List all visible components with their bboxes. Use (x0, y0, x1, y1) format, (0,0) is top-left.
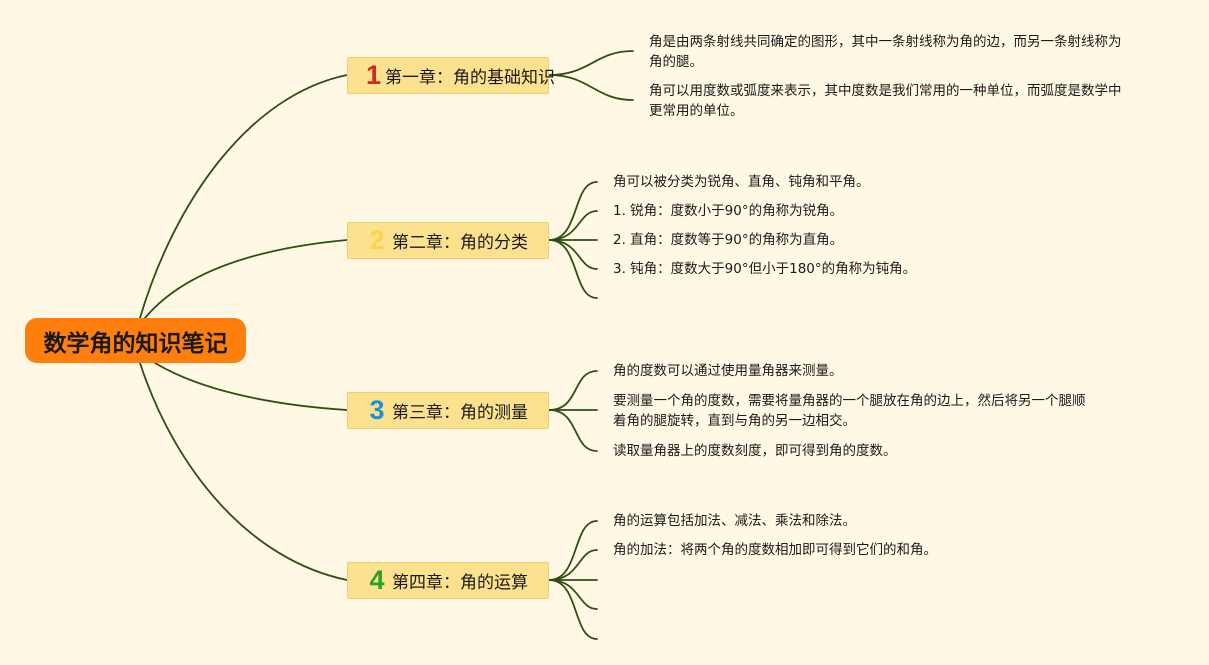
link-root-ch1 (139, 74, 348, 319)
chapter-4-topic[interactable]: 4 第四章：角的运算 (347, 562, 549, 599)
root-topic[interactable]: 数学角的知识笔记 (25, 318, 246, 363)
link-ch3-note3 (548, 409, 598, 452)
chapter-3-title: 第三章：角的测量 (392, 403, 528, 423)
link-root-ch2 (144, 239, 348, 319)
link-root-ch4 (139, 362, 348, 581)
chapter-3-note-3[interactable]: 读取量角器上的度数刻度，即可得到角的度数。 (613, 441, 897, 461)
chapter-2-note-2[interactable]: 1. 锐角：度数小于90°的角称为锐角。 (613, 201, 843, 221)
chapter-2-note-3[interactable]: 2. 直角：度数等于90°的角称为直角。 (613, 230, 843, 250)
chapter-3-note-2-line-1: 要测量一个角的度数，需要将量角器的一个腿放在角的边上，然后将另一个腿顺 (613, 393, 1086, 409)
link-ch3-note1 (548, 370, 598, 411)
chapter-3-topic[interactable]: 3 第三章：角的测量 (347, 392, 549, 429)
chapter-1-title: 第一章：角的基础知识 (385, 68, 556, 88)
chapter-3-note-2-line-2: 着角的腿旋转，直到与角的另一边相交。 (613, 413, 856, 429)
chapter-4-title: 第四章：角的运算 (392, 573, 528, 593)
chapter-4-number: 4 (369, 565, 385, 595)
chapter-3-note-1-line-1: 角的度数可以通过使用量角器来测量。 (613, 363, 843, 379)
link-ch4-note5 (548, 579, 598, 640)
link-root-ch3 (154, 362, 348, 411)
chapter-4-note-1[interactable]: 角的运算包括加法、减法、乘法和除法。 (613, 511, 856, 531)
chapter-1-note-1-line-1: 角是由两条射线共同确定的图形，其中一条射线称为角的边，而另一条射线称为 (649, 34, 1122, 50)
chapter-1-note-1[interactable]: 角是由两条射线共同确定的图形，其中一条射线称为角的边，而另一条射线称为 角的腿。 (649, 32, 1122, 72)
chapter-2-note-3-line-1: 2. 直角：度数等于90°的角称为直角。 (613, 232, 844, 248)
chapter-1-note-2-line-2: 更常用的单位。 (649, 103, 744, 119)
chapter-1-note-2-line-1: 角可以用度数或弧度来表示，其中度数是我们常用的一种单位，而弧度是数学中 (649, 83, 1122, 99)
link-ch2-note1 (548, 181, 598, 241)
root-topic-label: 数学角的知识笔记 (43, 330, 228, 357)
chapter-1-note-1-line-2: 角的腿。 (649, 54, 703, 70)
chapter-3-note-1[interactable]: 角的度数可以通过使用量角器来测量。 (613, 361, 843, 381)
link-ch1-note1 (548, 50, 634, 76)
link-ch4-note1 (548, 520, 598, 581)
chapter-4-note-2[interactable]: 角的加法：将两个角的度数相加即可得到它们的和角。 (613, 540, 937, 560)
chapter-2-note-4-line-1: 3. 钝角：度数大于90°但小于180°的角称为钝角。 (613, 261, 917, 277)
link-ch1-note2 (548, 74, 634, 101)
chapter-3-note-2[interactable]: 要测量一个角的度数，需要将量角器的一个腿放在角的边上，然后将另一个腿顺 着角的腿… (613, 391, 1086, 431)
chapter-1-number: 1 (366, 60, 382, 90)
chapter-3-note-3-line-1: 读取量角器上的度数刻度，即可得到角的度数。 (613, 443, 897, 459)
link-ch2-note5 (548, 239, 598, 299)
chapter-2-title: 第二章：角的分类 (392, 233, 528, 253)
chapter-2-note-4[interactable]: 3. 钝角：度数大于90°但小于180°的角称为钝角。 (613, 259, 916, 279)
chapter-1-topic[interactable]: 1 第一章：角的基础知识 (347, 57, 555, 94)
chapter-2-number: 2 (369, 225, 385, 255)
chapter-4-note-1-line-1: 角的运算包括加法、减法、乘法和除法。 (613, 513, 856, 529)
chapter-2-note-2-line-1: 1. 锐角：度数小于90°的角称为锐角。 (613, 203, 844, 219)
chapter-2-note-1-line-1: 角可以被分类为锐角、直角、钝角和平角。 (613, 174, 870, 190)
chapter-4-note-2-line-1: 角的加法：将两个角的度数相加即可得到它们的和角。 (613, 542, 937, 558)
chapter-1-note-2[interactable]: 角可以用度数或弧度来表示，其中度数是我们常用的一种单位，而弧度是数学中 更常用的… (649, 81, 1122, 121)
chapter-2-topic[interactable]: 2 第二章：角的分类 (347, 222, 549, 259)
chapter-3-number: 3 (369, 395, 385, 425)
chapter-2-note-1[interactable]: 角可以被分类为锐角、直角、钝角和平角。 (613, 172, 870, 192)
